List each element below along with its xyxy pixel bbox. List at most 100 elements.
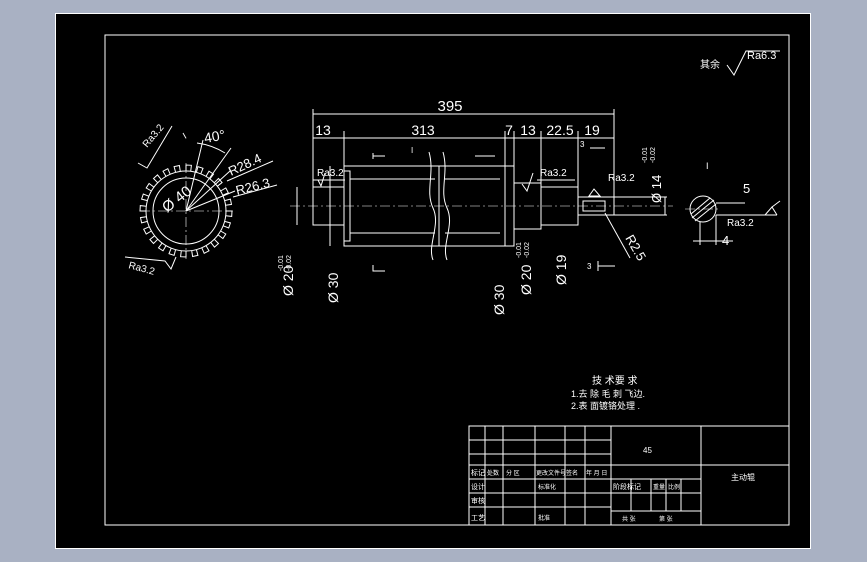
tb-row-label-3: 审核 xyxy=(471,496,485,505)
dim-tol-right-upper: -0.01 xyxy=(516,242,523,258)
r-end-label: R2.5 xyxy=(622,232,649,263)
tb-row-label-4: 工艺 xyxy=(471,514,485,522)
end-journal xyxy=(577,196,615,216)
tb-c9: 重量 xyxy=(653,483,665,491)
section-dim-width: 5 xyxy=(743,181,750,196)
gear-tooth xyxy=(213,177,223,187)
tech-notes-line2: 2.表 面镀铬处理 . xyxy=(571,400,640,411)
dim-seg-13: 13 xyxy=(520,122,536,138)
tb-c12: 第 张 xyxy=(659,515,673,523)
tb-c3: 更改文件号 xyxy=(536,469,566,477)
gear-tooth xyxy=(185,164,192,172)
tb-row-label-1: 标记 xyxy=(471,468,485,477)
gear-tooth xyxy=(210,238,220,248)
surface-note-prefix: 其余 xyxy=(700,58,720,71)
tb-c7: 批准 xyxy=(538,514,550,522)
gear-radius-line-2 xyxy=(185,190,236,212)
title-block: 45 主动辊 标记 设计 审核 工艺 处数 分 区 更改文件号 签名 年 月 日… xyxy=(468,425,790,526)
gear-tooth xyxy=(223,220,232,229)
tb-c1: 处数 xyxy=(487,469,499,477)
tb-c11: 共 张 xyxy=(622,515,636,523)
roughness-gear-top: Ra3.2 xyxy=(141,122,167,150)
gear-tooth xyxy=(140,193,149,202)
angle-leader-2 xyxy=(185,147,232,212)
gear-tooth xyxy=(143,226,152,235)
section-mark-b: 3 xyxy=(580,140,585,149)
gear-tooth xyxy=(225,210,233,217)
tb-c10: 比例 xyxy=(668,483,680,491)
dim-tol-end-lower: -0.02 xyxy=(650,147,657,163)
section-mark-a: I xyxy=(411,146,413,155)
dim-seg-225: 22.5 xyxy=(546,122,573,138)
angle-leader-1 xyxy=(185,139,204,212)
drawing-viewport[interactable]: 其余 Ra6.3 40° R28.4 R26.3 Ø 40 xyxy=(55,13,811,549)
dim-body-length: 313 xyxy=(411,122,435,138)
dim-seg-19: 19 xyxy=(584,122,600,138)
section-arrow-a xyxy=(372,155,385,272)
gear-tooth xyxy=(224,198,233,206)
angle-arc xyxy=(196,142,226,154)
dim-d-body-right: Ø 30 xyxy=(491,284,507,315)
gear-tooth xyxy=(195,165,204,174)
tb-c4: 签名 xyxy=(566,469,578,477)
gear-tooth xyxy=(157,242,167,252)
dim-d-end: Ø 14 xyxy=(649,175,664,203)
gear-radius-line-1 xyxy=(185,170,231,212)
tb-c6: 标准化 xyxy=(538,483,556,491)
tb-row-label-2: 设计 xyxy=(471,482,485,491)
section-dim-depth: 4 xyxy=(722,233,729,248)
surface-note-label: Ra6.3 xyxy=(747,50,776,62)
tech-notes: 技 术要 求 1.去 除 毛 刺 飞边. 2.表 面镀铬处理 . xyxy=(571,374,645,411)
dim-tol-left-lower: -0.02 xyxy=(286,255,293,271)
roughness-left-icon xyxy=(313,172,345,188)
tb-material: 45 xyxy=(643,446,652,455)
roughness-gear-bottom-icon xyxy=(124,256,177,270)
gear-tooth xyxy=(139,205,147,212)
gear-tooth xyxy=(139,216,148,224)
roughness-right: Ra3.2 xyxy=(608,173,635,184)
gear-tooth xyxy=(217,230,227,240)
dim-d-body-left: Ø 30 xyxy=(325,272,341,303)
tech-notes-title: 技 术要 求 xyxy=(592,374,638,387)
gear-tooth xyxy=(145,182,155,192)
section-mark-gear: I xyxy=(181,131,188,141)
roughness-middle-icon xyxy=(521,172,575,193)
gear-tooth xyxy=(149,235,159,245)
r-outer-leader xyxy=(226,160,274,182)
r-root-leader xyxy=(232,184,278,198)
keyway xyxy=(582,200,606,212)
r-end-leader xyxy=(604,212,631,259)
r-root-label: R26.3 xyxy=(234,175,271,198)
gear-tooth xyxy=(168,248,177,257)
dim-tol-right-lower: -0.02 xyxy=(524,242,531,258)
gear-tooth xyxy=(173,164,181,173)
tech-notes-line1: 1.去 除 毛 刺 飞边. xyxy=(571,388,645,399)
title-block-border xyxy=(468,425,790,526)
dim-d-journal-left: Ø 20 xyxy=(280,265,296,296)
gear-tooth xyxy=(162,168,171,177)
gear-end-view: 40° R28.4 R26.3 Ø 40 I Ra3.2 Ra3.2 xyxy=(124,122,278,278)
drawing-frame xyxy=(104,34,790,526)
r-outer-label: R28.4 xyxy=(226,150,264,178)
roughness-section: Ra3.2 xyxy=(727,218,754,229)
keyway-section-view: I 5 4 Ra3.2 xyxy=(685,161,781,248)
gear-tooth xyxy=(180,250,187,258)
dim-left-shoulder: 13 xyxy=(315,122,331,138)
tb-c5: 年 月 日 xyxy=(586,469,607,477)
roughness-section-icon xyxy=(764,200,781,216)
dim-tol-end-upper: -0.01 xyxy=(642,147,649,163)
tb-c8: 阶段标记 xyxy=(613,482,641,491)
section-mark-c: 3 xyxy=(587,262,592,271)
break-line-1 xyxy=(428,151,437,261)
roughness-middle: Ra3.2 xyxy=(540,168,567,179)
shaft-main-view: 395 13 313 7 13 22.5 19 I 3 3 Ra3.2 xyxy=(278,98,673,315)
gear-tooth xyxy=(220,187,229,196)
roughness-gear-top-icon xyxy=(137,125,173,169)
gear-tooth xyxy=(205,170,215,180)
sheet-border xyxy=(55,13,811,549)
body-left-shoulder xyxy=(343,170,351,242)
angle-label: 40° xyxy=(203,127,227,146)
roughness-symbol-icon xyxy=(726,50,780,76)
section-arrow-c xyxy=(597,261,615,271)
